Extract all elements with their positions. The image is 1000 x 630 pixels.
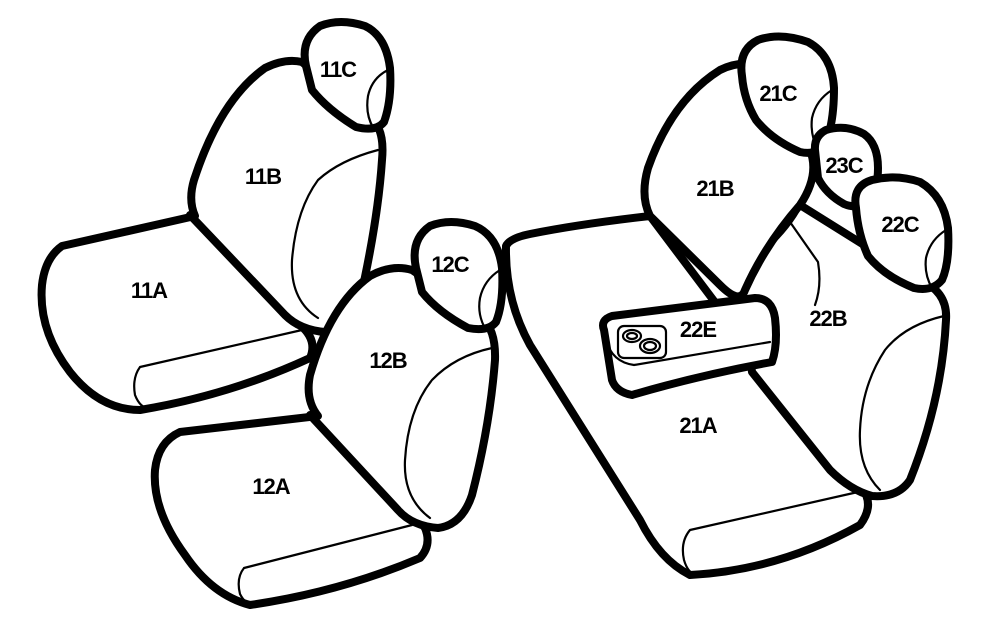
part-12b-side-bolster bbox=[403, 346, 494, 520]
label-21b: 21B bbox=[696, 176, 733, 201]
label-12b: 12B bbox=[369, 348, 406, 373]
part-12a-front-panel bbox=[237, 523, 414, 606]
label-21c: 21C bbox=[759, 81, 797, 106]
label-21a: 21A bbox=[679, 413, 717, 438]
rear-bench bbox=[501, 32, 953, 579]
part-12c-side bbox=[478, 268, 502, 332]
label-22e: 22E bbox=[680, 317, 716, 342]
seat-12 bbox=[150, 218, 507, 609]
label-11c: 11C bbox=[320, 57, 357, 82]
part-22e-top-edge bbox=[604, 338, 772, 367]
part-labels: 11A 11B 11C 12A 12B 12C 21A 21B 21C 22B … bbox=[131, 57, 921, 499]
part-11c-side bbox=[366, 68, 390, 131]
part-11c-headrest[interactable] bbox=[300, 18, 395, 133]
cup-holder-icon bbox=[616, 324, 668, 360]
seat-11 bbox=[37, 18, 395, 414]
label-12a: 12A bbox=[252, 474, 290, 499]
part-21a-cushion[interactable] bbox=[501, 212, 872, 579]
part-22b-side-bolster bbox=[858, 314, 946, 492]
part-21a-front-panel bbox=[681, 490, 860, 578]
label-12c: 12C bbox=[431, 252, 469, 277]
part-11a-front-panel bbox=[133, 328, 304, 411]
label-11a: 11A bbox=[131, 278, 168, 303]
label-22b: 22B bbox=[809, 306, 846, 331]
part-11b-side-bolster bbox=[290, 148, 380, 320]
label-22c: 22C bbox=[881, 212, 919, 237]
part-22e-armrest[interactable] bbox=[599, 294, 780, 399]
label-11b: 11B bbox=[245, 164, 281, 189]
label-23c: 23C bbox=[825, 153, 863, 178]
part-22c-side bbox=[924, 228, 948, 290]
part-12b-backrest[interactable] bbox=[304, 264, 500, 532]
